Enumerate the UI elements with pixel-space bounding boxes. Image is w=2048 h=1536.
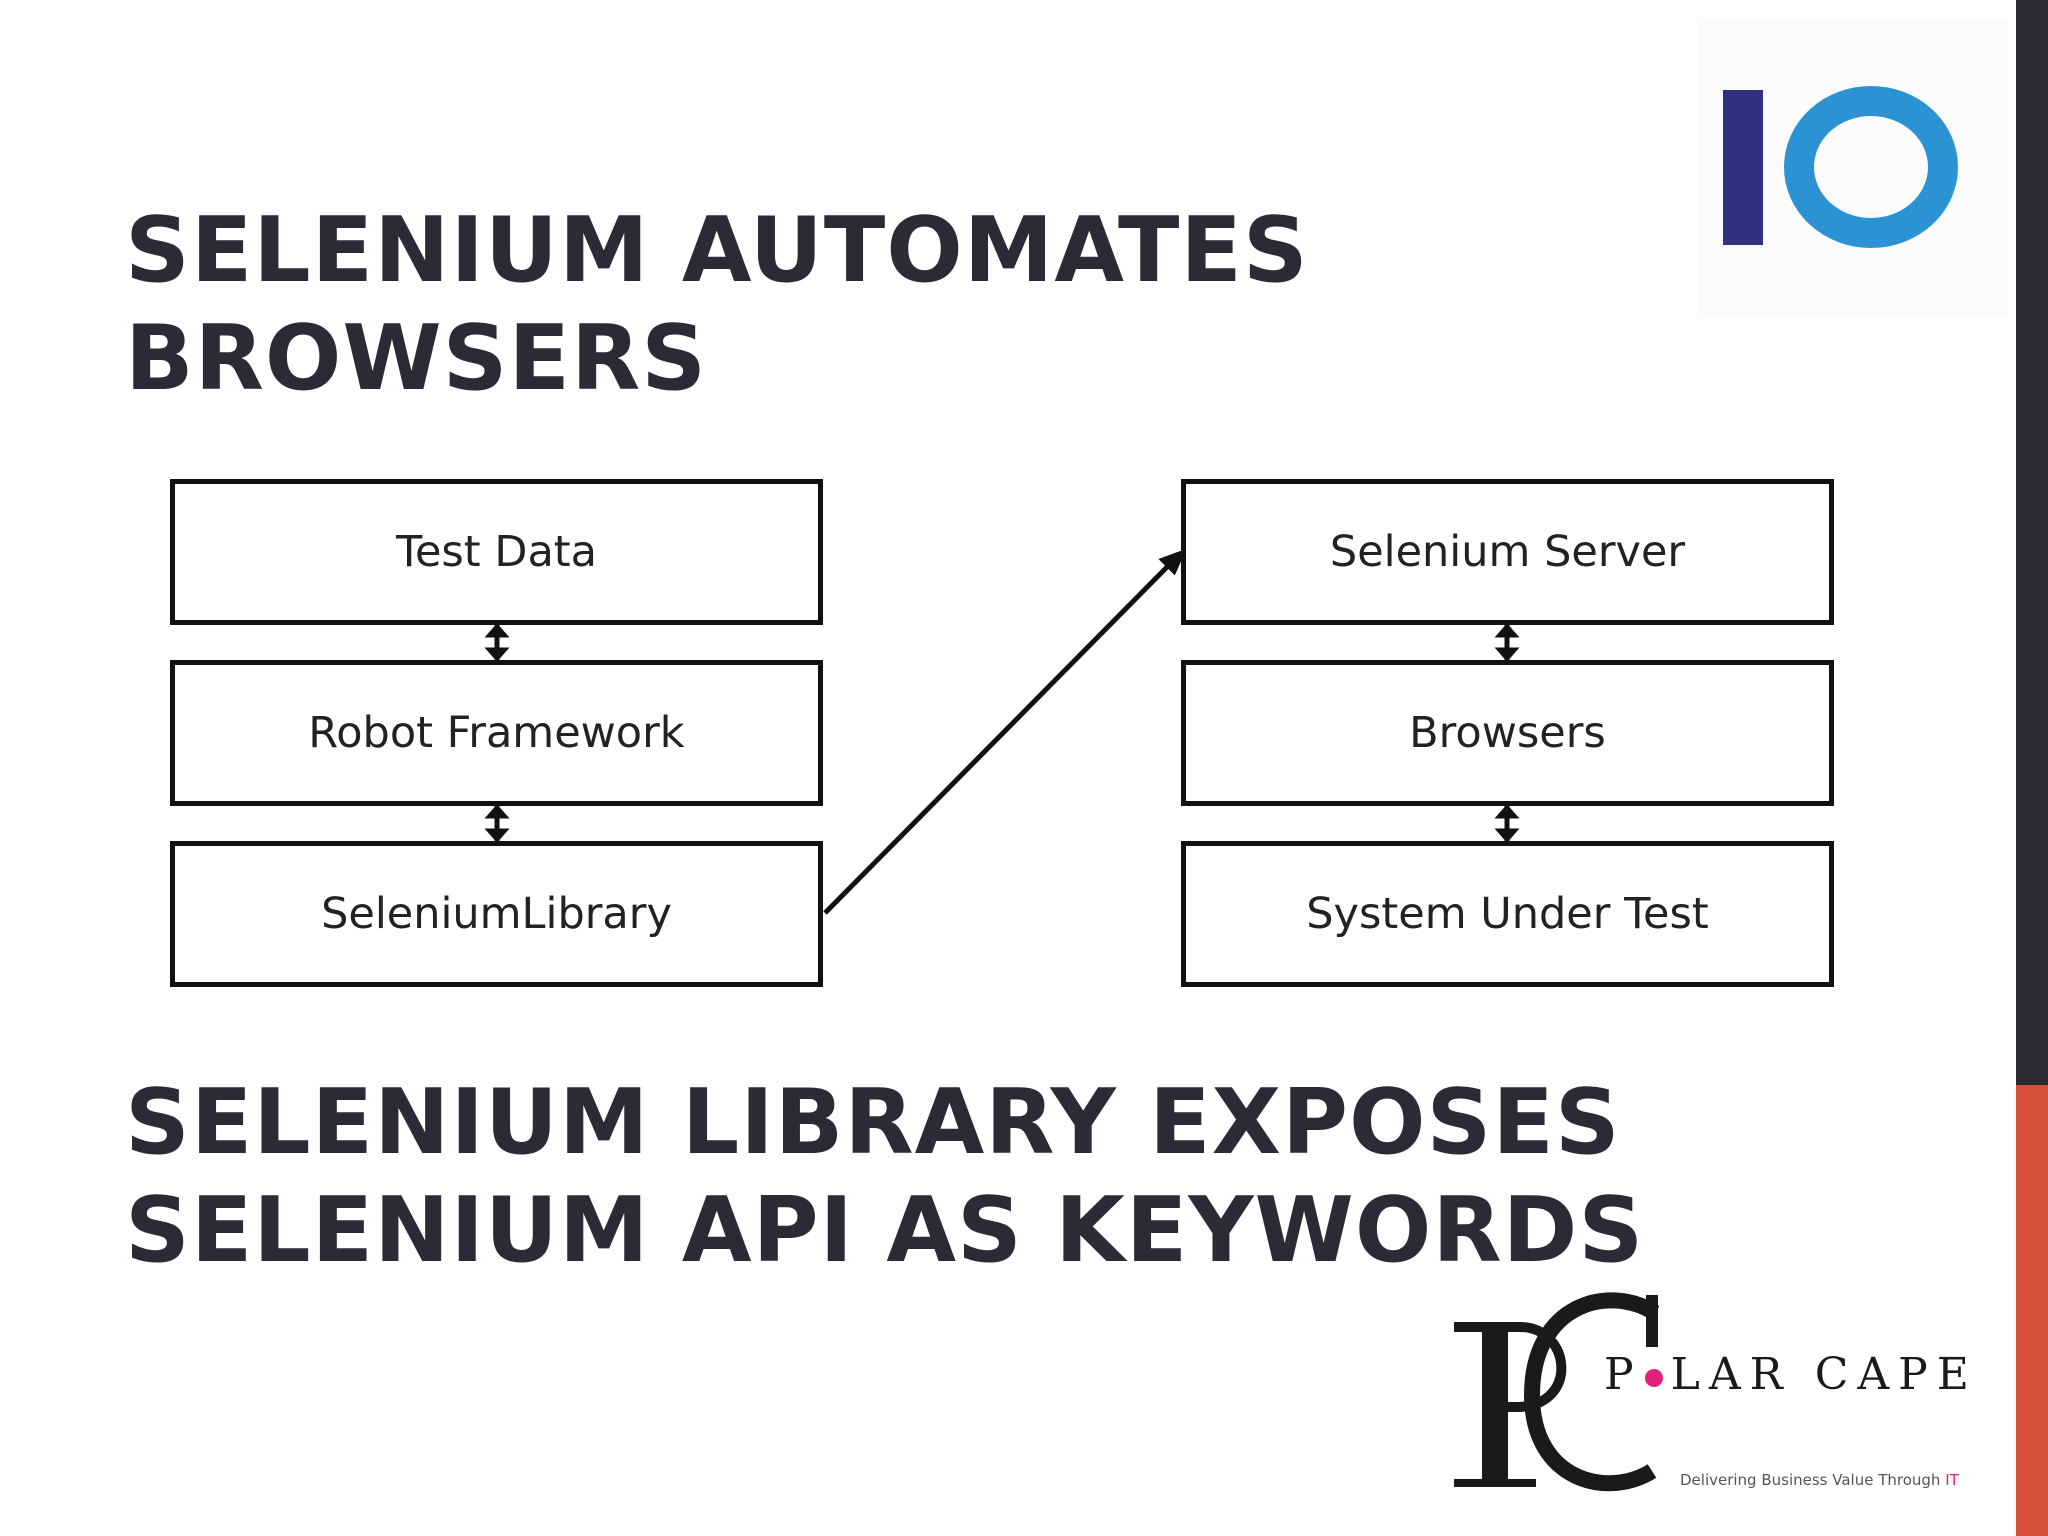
box-selenium-server: Selenium Server (1181, 479, 1834, 625)
polar-cape-name: P LAR CAPE (1604, 1349, 1978, 1400)
slide-title: SELENIUM AUTOMATES BROWSERS (125, 197, 1309, 413)
pink-dot-icon (1644, 1368, 1663, 1387)
polar-cape-name-rest: LAR CAPE (1670, 1349, 1978, 1400)
slide-title-line-2: BROWSERS (125, 306, 708, 411)
polar-cape-logo: P LAR CAPE Delivering Business Value Thro… (1440, 1285, 1980, 1505)
box-label: System Under Test (1306, 889, 1709, 939)
connector-arrowhead (1494, 804, 1520, 819)
pc-monogram-icon (1454, 1292, 1660, 1492)
box-label: Robot Framework (308, 708, 685, 758)
slide-title-line-1: SELENIUM AUTOMATES (125, 198, 1309, 303)
polar-cape-name-p: P (1604, 1349, 1643, 1400)
box-robot-framework: Robot Framework (170, 660, 823, 806)
connector-library-server (823, 560, 1174, 915)
box-label: Test Data (395, 527, 598, 577)
box-label: Selenium Server (1329, 527, 1686, 577)
connector-arrowhead (484, 828, 510, 843)
accent-bar-dark (2016, 0, 2048, 1085)
connector-arrowhead (1158, 548, 1187, 576)
connector-arrowhead (484, 647, 510, 662)
connector-arrowhead (1494, 623, 1520, 638)
tagline-text: Delivering Business Value Through (1680, 1471, 1946, 1489)
connector-arrowhead (1494, 828, 1520, 843)
box-system-under-test: System Under Test (1181, 841, 1834, 987)
box-browsers: Browsers (1181, 660, 1834, 806)
box-selenium-library: SeleniumLibrary (170, 841, 823, 987)
connector-arrowhead (484, 804, 510, 819)
connector-arrowhead (484, 623, 510, 638)
io-logo (1698, 18, 2008, 318)
accent-bar-orange (2016, 1085, 2048, 1536)
slide-subtitle-line-2: SELENIUM API AS KEYWORDS (125, 1178, 1645, 1283)
tagline-highlight: IT (1945, 1471, 1959, 1489)
box-label: SeleniumLibrary (321, 889, 672, 939)
connector-arrowhead (1494, 647, 1520, 662)
slide-subtitle-line-1: SELENIUM LIBRARY EXPOSES (125, 1070, 1621, 1175)
slide-subtitle: SELENIUM LIBRARY EXPOSES SELENIUM API AS… (125, 1069, 1644, 1285)
box-test-data: Test Data (170, 479, 823, 625)
box-label: Browsers (1409, 708, 1606, 758)
polar-cape-tagline: Delivering Business Value Through IT (1680, 1471, 1959, 1489)
